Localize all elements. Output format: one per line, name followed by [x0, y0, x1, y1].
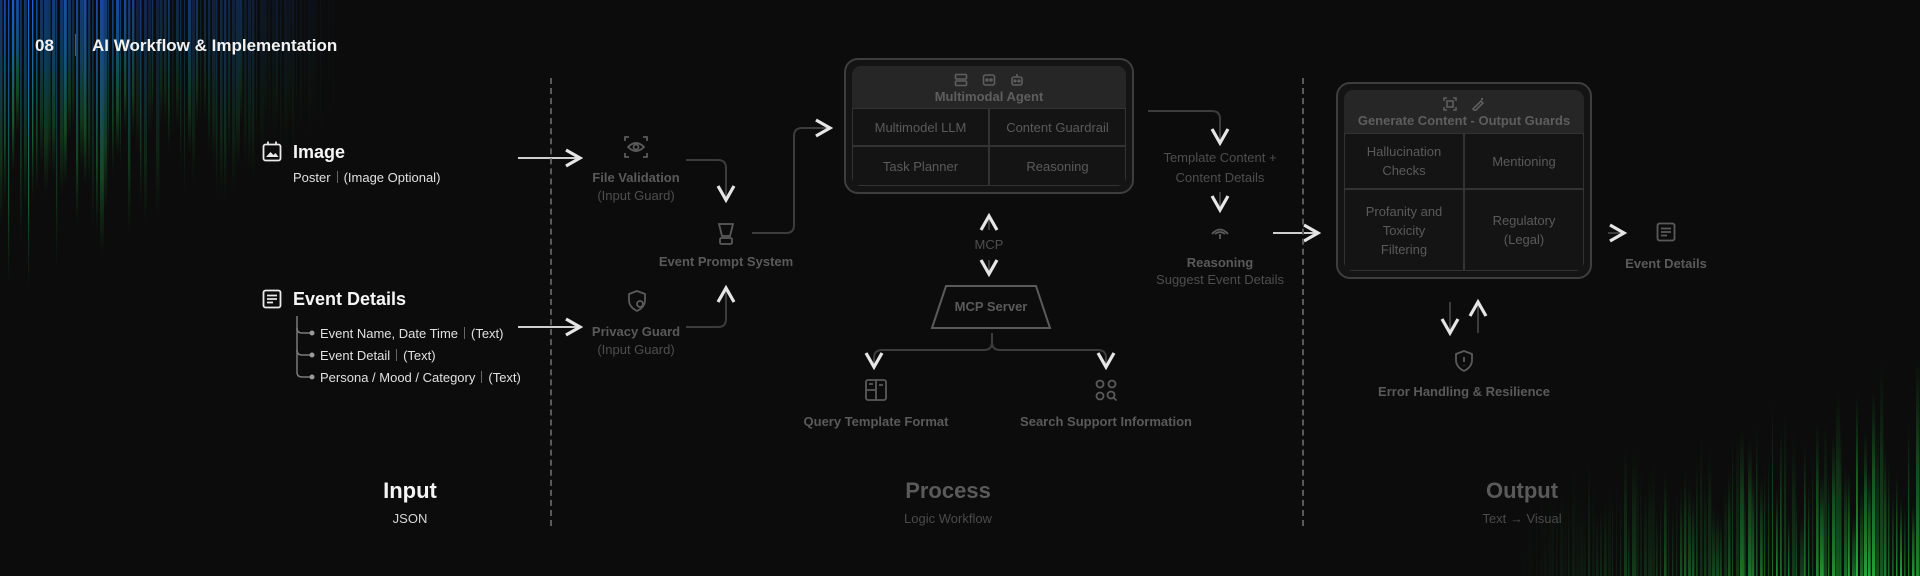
section-output-sub: Text → Visual [1482, 511, 1562, 526]
bot-icon [1011, 74, 1023, 86]
mcp-server-trapezoid [930, 284, 1052, 335]
arrow-prompt-to-agent [752, 118, 834, 234]
frame-scan-icon [1443, 97, 1457, 111]
guard-mentioning: Mentioning [1464, 133, 1584, 189]
guards-title: Generate Content - Output Guards [1357, 113, 1571, 128]
divider-process-output [1302, 78, 1304, 526]
eye-scan-icon [623, 135, 649, 164]
search-grid-icon [1094, 378, 1118, 407]
privacy-guard-subtitle: (Input Guard) [597, 342, 675, 357]
blender-icon [716, 222, 736, 251]
file-validation-subtitle: (Input Guard) [597, 188, 675, 203]
section-process-title: Process [905, 478, 991, 503]
arrow-validation-to-prompt [686, 159, 736, 204]
guard-regulatory: Regulatory(Legal) [1464, 189, 1584, 271]
search-support-information: Search Support Information [1020, 414, 1192, 429]
guards-header: Generate Content - Output Guards [1344, 90, 1584, 133]
mcp-server-label: MCP Server [954, 299, 1028, 314]
arrow-agent-to-template [1148, 110, 1230, 147]
image-input-title: Image [293, 142, 346, 162]
agent-cell-planner: Task Planner [852, 146, 989, 186]
image-input-subtitle: Poster(Image Optional) [293, 170, 441, 185]
reasoning-subtitle: Suggest Event Details [1156, 272, 1284, 287]
robot-face-icon [982, 74, 996, 86]
server-icon [954, 73, 968, 87]
template-content-line2: Content Details [1175, 170, 1265, 185]
section-input-sub: JSON [392, 511, 428, 526]
pen-sparkle-icon [1471, 98, 1485, 111]
privacy-guard-title: Privacy Guard [591, 324, 681, 339]
divider-input-process [550, 78, 552, 526]
mcp-label: MCP [974, 237, 1004, 252]
arrow-privacy-to-prompt [686, 284, 736, 328]
shield-alert-icon [1453, 349, 1475, 378]
agent-header: Multimodal Agent [852, 66, 1126, 108]
arrow-server-to-query [864, 333, 993, 371]
event-details-icon [262, 289, 282, 314]
header-divider [75, 34, 76, 56]
agent-title: Multimodal Agent [934, 89, 1044, 104]
agent-cell-reasoning: Reasoning [989, 146, 1126, 186]
file-validation-title: File Validation [592, 170, 680, 185]
output-guards-box: Generate Content - Output Guards Halluci… [1336, 82, 1592, 279]
event-prompt-system: Event Prompt System [658, 254, 794, 269]
section-process-sub: Logic Workflow [904, 511, 992, 526]
slide-title: AI Workflow & Implementation [92, 36, 338, 55]
agent-cell-guardrail: Content Guardrail [989, 108, 1126, 146]
event-details-output: Event Details [1625, 256, 1707, 271]
section-output-title: Output [1485, 478, 1559, 503]
shield-lock-icon [626, 289, 648, 318]
event-item-persona: Persona / Mood / Category(Text) [320, 370, 521, 385]
query-template-format: Query Template Format [803, 414, 949, 429]
event-item-name-date: Event Name, Date Time(Text) [320, 326, 504, 341]
template-content-line1: Template Content + [1163, 150, 1277, 165]
event-details-output-icon [1656, 222, 1676, 247]
agent-cell-llm: Multimodel LLM [852, 108, 989, 146]
event-item-detail: Event Detail(Text) [320, 348, 436, 363]
event-tree-lines [296, 316, 310, 378]
reasoning-icon [1209, 225, 1231, 246]
reasoning-title: Reasoning [1186, 255, 1254, 270]
event-details-title: Event Details [293, 289, 407, 309]
layout-template-icon [864, 378, 888, 407]
arrow-server-to-search [991, 341, 1116, 371]
slide-number: 08 [35, 36, 54, 55]
multimodal-agent-box: Multimodal Agent Multimodel LLM Content … [844, 58, 1134, 194]
image-input-icon [262, 140, 282, 167]
section-input-title: Input [383, 478, 437, 503]
error-handling-resilience: Error Handling & Resilience [1378, 384, 1550, 399]
